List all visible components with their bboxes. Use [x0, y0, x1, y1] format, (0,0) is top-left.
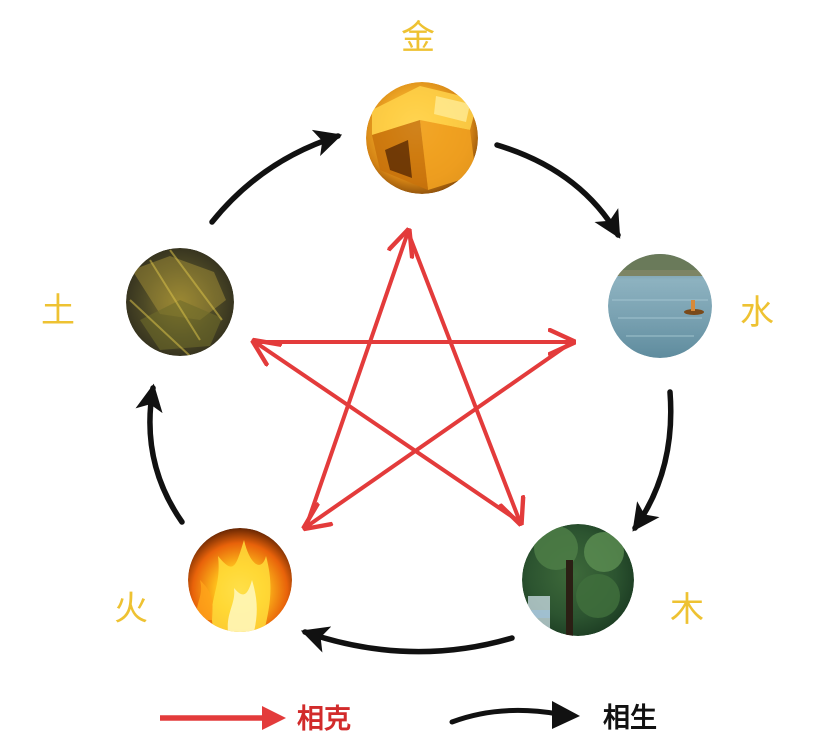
- metal-label: 金: [401, 18, 435, 58]
- generating-cycle: [135, 129, 674, 655]
- legend-overcoming: 相克: [160, 703, 351, 735]
- earth-label: 土: [41, 291, 75, 331]
- earth-node: [126, 248, 234, 356]
- legend-generating-arrowhead: [552, 701, 580, 729]
- generating-arrow-metal-to-water: [494, 142, 621, 239]
- legend-overcoming-arrowhead: [262, 706, 286, 730]
- water-label: 水: [740, 293, 774, 333]
- metal-node: [366, 82, 478, 194]
- legend-generating: 相生: [449, 701, 657, 734]
- overcoming-arrow-metal-to-wood: [406, 230, 520, 522]
- gold-ingot-image: [366, 82, 478, 194]
- legend: 相克 相生: [160, 701, 657, 735]
- generating-arrow-earth-to-metal: [209, 129, 343, 225]
- forest-image: [522, 524, 634, 636]
- overcoming-arrow-water-to-fire: [306, 340, 574, 527]
- generating-arrow-water-to-wood: [632, 389, 674, 532]
- wood-node: [522, 524, 634, 636]
- legend-overcoming-label: 相克: [297, 703, 351, 735]
- overcoming-cycle: [255, 232, 572, 527]
- legend-generating-label: 相生: [603, 703, 657, 734]
- wood-label: 木: [670, 590, 704, 630]
- legend-generating-arrow: [449, 707, 561, 725]
- generating-arrow-fire-to-earth: [135, 383, 185, 525]
- overcoming-arrow-wood-to-earth: [255, 342, 522, 524]
- generating-arrow-wood-to-fire: [300, 626, 515, 655]
- earth-image: [126, 248, 234, 356]
- overcoming-arrow-fire-to-metal: [304, 232, 408, 529]
- lake-image: [608, 254, 712, 358]
- fire-label: 火: [114, 589, 148, 629]
- fire-node: [188, 528, 292, 632]
- flames-image: [188, 528, 292, 632]
- water-node: [608, 254, 712, 358]
